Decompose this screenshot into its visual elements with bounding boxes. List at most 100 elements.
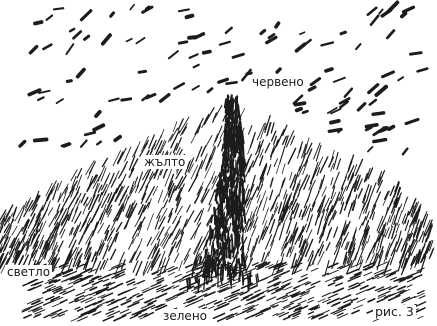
trunk-stroke [235, 147, 236, 153]
trunk-stroke [228, 149, 229, 159]
hill-stroke [290, 172, 292, 180]
hill-stroke [174, 254, 179, 263]
ground-stroke [118, 292, 125, 295]
ground-stroke [308, 300, 314, 303]
trunk-stroke [243, 254, 244, 261]
hill-stroke [254, 236, 259, 252]
ground-stroke [75, 307, 80, 309]
hill-stroke [58, 241, 63, 251]
hill-stroke [315, 211, 319, 226]
ground-stroke [271, 301, 282, 306]
hill-stroke [257, 195, 260, 203]
figure-caption: рис. 3 [373, 305, 416, 319]
ground-stroke [108, 311, 120, 316]
hill-stroke [135, 177, 138, 185]
hill-stroke [147, 214, 153, 231]
sky-dash [277, 69, 280, 72]
ground-stroke [418, 291, 425, 294]
hill-stroke [105, 173, 110, 184]
hill-stroke [270, 179, 272, 188]
sky-dash [57, 99, 63, 103]
hill-stroke [58, 181, 62, 190]
hill-stroke [81, 194, 85, 203]
trunk-stroke [208, 256, 209, 268]
ground-stroke [308, 312, 313, 314]
hill-stroke [288, 148, 295, 164]
hill-stroke [103, 158, 108, 166]
ground-stroke [364, 272, 372, 276]
trunk-stroke [220, 181, 221, 190]
trunk-stroke [229, 178, 230, 188]
sky-dash [54, 8, 63, 9]
trunk-stroke [218, 264, 219, 273]
trunk-stroke [222, 199, 223, 205]
hill-stroke [12, 226, 17, 235]
ground-stroke [351, 298, 358, 301]
sky-dash [345, 89, 352, 97]
sky-dash [398, 77, 403, 80]
sky-dash [139, 71, 146, 72]
sky-dash [195, 34, 204, 38]
ground-stroke [415, 302, 426, 307]
trunk-stroke [231, 114, 232, 119]
ground-stroke [356, 290, 367, 295]
sky-dash [368, 147, 373, 152]
trunk-stroke [239, 270, 240, 281]
ground-stroke [127, 298, 132, 300]
hill-stroke [133, 261, 138, 273]
hill-stroke [191, 131, 198, 143]
sky-dash [35, 22, 42, 24]
sky-dash [368, 8, 377, 15]
hill-stroke [390, 186, 394, 195]
hill-stroke [332, 198, 339, 212]
hill-stroke [48, 208, 53, 216]
trunk-stroke [246, 265, 247, 273]
ground-stroke [175, 274, 182, 277]
hill-stroke [71, 170, 77, 181]
ground-stroke [337, 313, 343, 316]
trunk-stroke [225, 262, 226, 271]
ground-stroke [419, 296, 425, 299]
ground-stroke [90, 276, 102, 281]
hill-stroke [348, 203, 352, 217]
sky-dash [374, 140, 386, 142]
hill-stroke [279, 180, 284, 196]
hill-stroke [387, 216, 390, 225]
hill-stroke [374, 192, 380, 206]
hill-stroke [132, 146, 138, 157]
ground-stroke [413, 275, 422, 279]
trunk-stroke [211, 216, 212, 223]
ground-stroke [352, 310, 359, 313]
hill-stroke [194, 225, 199, 239]
sky-dash [389, 127, 393, 130]
sky-dash [295, 103, 304, 105]
ground-stroke [368, 299, 375, 302]
hill-stroke [337, 159, 341, 170]
ground-stroke [329, 283, 335, 286]
hill-stroke [363, 217, 366, 225]
hill-stroke [98, 185, 101, 192]
sky-dash [66, 44, 73, 54]
ground-stroke [130, 315, 137, 318]
label-yellow: жълто [142, 155, 187, 169]
ground-stroke [215, 306, 225, 310]
hill-stroke [397, 239, 402, 252]
ground-stroke [109, 306, 118, 310]
ground-stroke [267, 297, 276, 301]
sky-dash [30, 47, 36, 53]
sky-dash [247, 73, 251, 74]
hill-stroke [248, 238, 251, 249]
hill-stroke [159, 251, 165, 266]
ground-stroke [58, 312, 64, 315]
sky-dash [331, 121, 339, 123]
hill-stroke [368, 235, 370, 243]
sky-dash [300, 32, 305, 34]
hill-stroke [331, 177, 333, 185]
sky-dash [97, 142, 101, 145]
hill-stroke [208, 204, 211, 211]
ground-stroke [267, 274, 274, 277]
sky-dash [81, 140, 87, 146]
sky-dash [358, 104, 365, 110]
trunk-stroke [238, 122, 239, 133]
hill-stroke [333, 172, 339, 188]
